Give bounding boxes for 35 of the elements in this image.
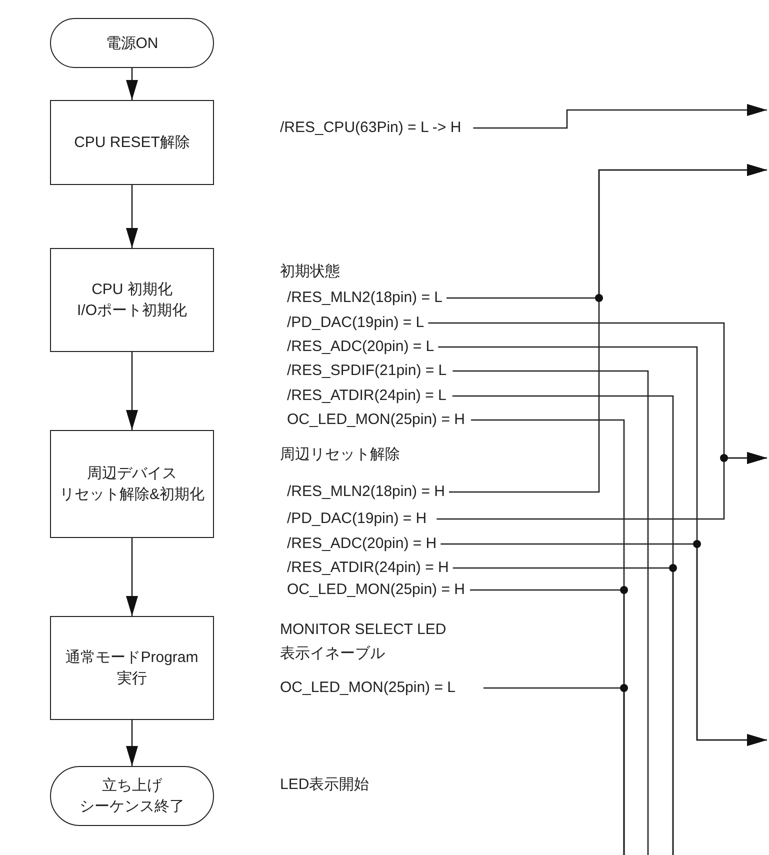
- arrow: [126, 352, 138, 430]
- process-box: CPU 初期化 I/Oポート初期化: [50, 248, 214, 352]
- arrow: [126, 68, 138, 100]
- signal-line: [452, 370, 649, 855]
- signal-label: OC_LED_MON(25pin) = L: [280, 679, 456, 697]
- signal-label: /RES_SPDIF(21pin) = L: [287, 362, 447, 380]
- note-text: LED表示開始: [280, 775, 370, 795]
- signal-label: /RES_MLN2(18pin) = H: [287, 483, 445, 501]
- note-text: MONITOR SELECT LED 表示イネーブル: [280, 620, 448, 664]
- process-box: CPU RESET解除: [50, 100, 214, 185]
- arrow: [126, 538, 138, 616]
- signal-label: /RES_ATDIR(24pin) = L: [287, 387, 446, 405]
- arrow: [440, 543, 767, 746]
- signal-label: OC_LED_MON(25pin) = H: [287, 411, 465, 429]
- terminal-shape: 電源ON: [50, 18, 214, 68]
- arrow: [448, 164, 767, 493]
- process-box: 通常モードProgram 実行: [50, 616, 214, 720]
- terminal-shape: 立ち上げシーケンス終了: [50, 766, 214, 826]
- signal-line: [484, 687, 625, 855]
- arrow: [126, 185, 138, 248]
- signal-label: /PD_DAC(19pin) = H: [287, 510, 427, 528]
- signal-label: /RES_ATDIR(24pin) = H: [287, 559, 449, 577]
- signal-line: [452, 567, 674, 855]
- signal-label: /PD_DAC(19pin) = L: [287, 314, 424, 332]
- note-text: 初期状態: [280, 262, 341, 282]
- arrow: [126, 720, 138, 766]
- arrow: [473, 104, 767, 129]
- process-box: 周辺デバイスリセット解除&初期化: [50, 430, 214, 538]
- arrow: [436, 452, 767, 520]
- signal-label: /RES_MLN2(18pin) = L: [287, 289, 442, 307]
- signal-label: /RES_ADC(20pin) = H: [287, 535, 437, 553]
- signal-label: /RES_ADC(20pin) = L: [287, 338, 434, 356]
- signal-label: OC_LED_MON(25pin) = H: [287, 581, 465, 599]
- signal-label: /RES_CPU(63Pin) = L -> H: [280, 119, 462, 137]
- note-text: 周辺リセット解除: [280, 445, 401, 465]
